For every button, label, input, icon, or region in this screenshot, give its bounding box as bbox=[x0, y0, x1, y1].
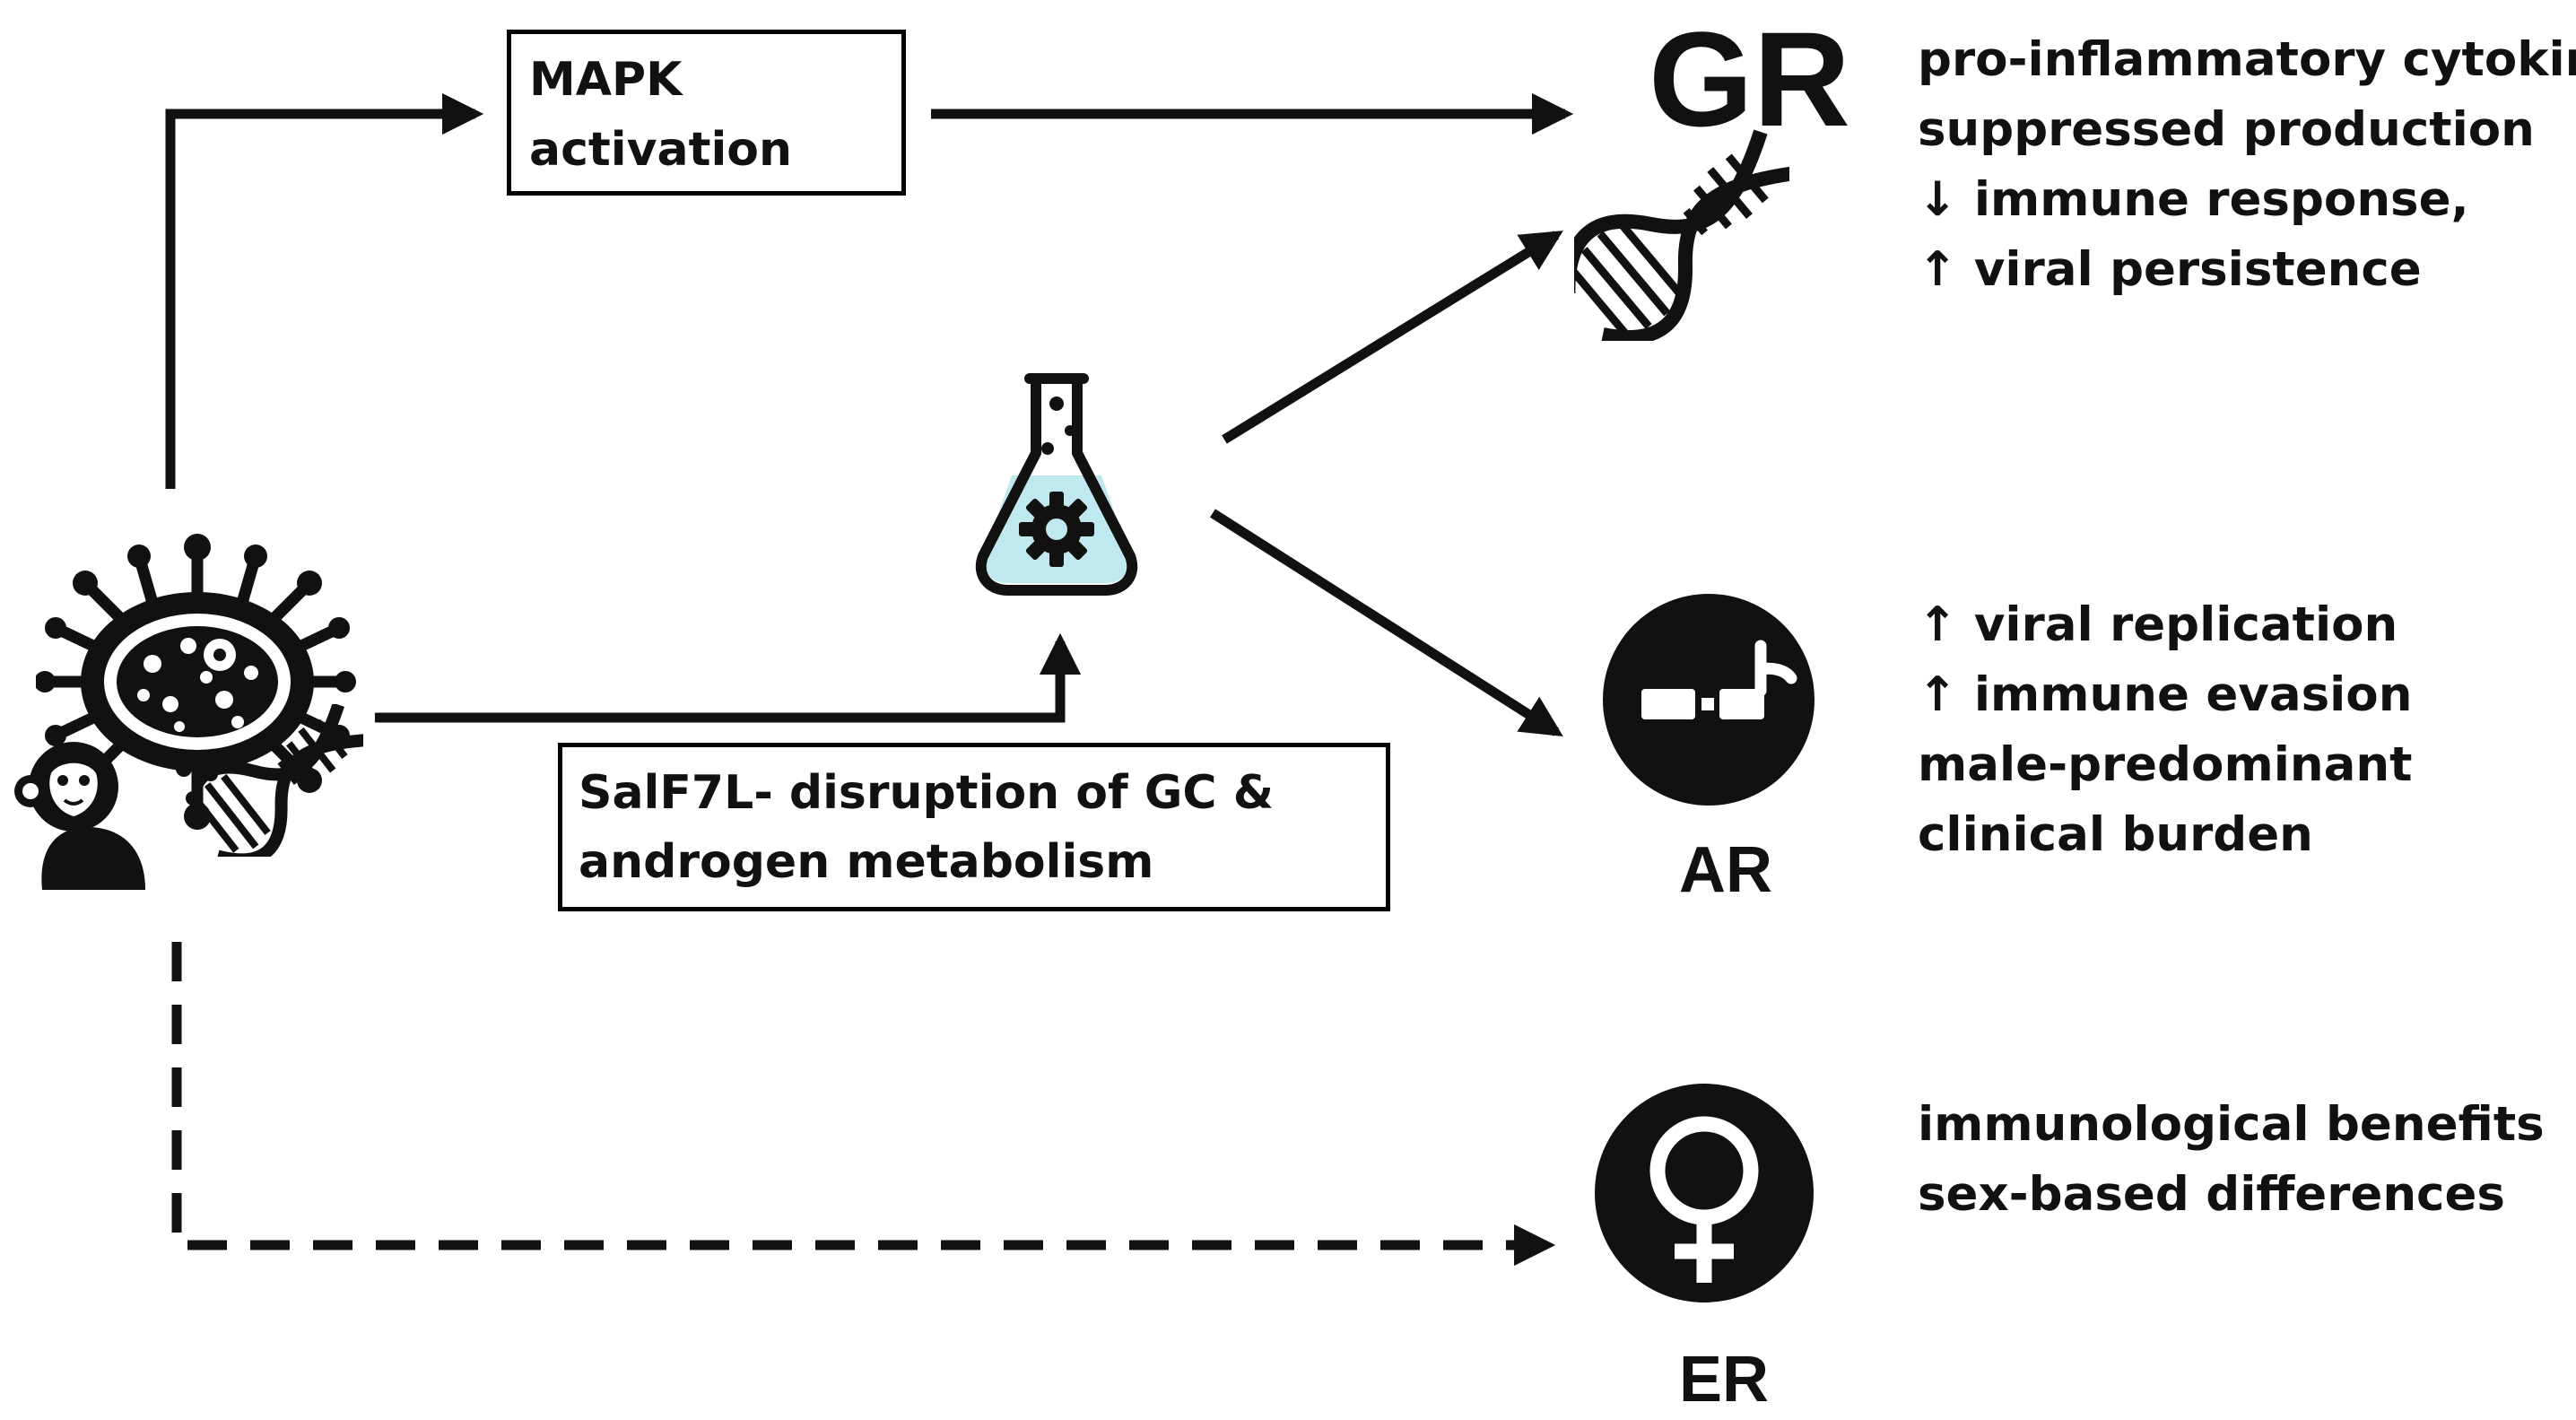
arrow-virus-to-er-dashed bbox=[171, 942, 1556, 1267]
viral-dna-icon bbox=[193, 704, 363, 857]
mapk-label-line1: MAPK bbox=[529, 53, 683, 107]
gr-receptor-label: GR bbox=[1649, 4, 1850, 154]
er-receptor-label: ER bbox=[1679, 1344, 1770, 1416]
arrow-flask-to-gr bbox=[1222, 231, 1563, 444]
androgen-receptor-icon bbox=[1603, 594, 1815, 806]
mapk-label-line2: activation bbox=[529, 123, 793, 177]
ar-effect-line-1: ↑ viral replication bbox=[1918, 597, 2398, 652]
salf7l-disruption-box bbox=[558, 743, 1390, 911]
arrow-virus-to-mapk bbox=[165, 92, 484, 489]
female-symbol-icon bbox=[1595, 1084, 1814, 1302]
gr-effect-line-1: pro-inflammatory cytokine bbox=[1918, 32, 2576, 87]
mapk-activation-box bbox=[507, 30, 906, 196]
gr-effect-line-2: suppressed production bbox=[1918, 102, 2535, 157]
er-effect-line-2: sex-based differences bbox=[1918, 1167, 2505, 1222]
ar-receptor-label: AR bbox=[1679, 834, 1772, 906]
dna-icon bbox=[1574, 129, 1789, 341]
ar-effect-line-3: male-predominant bbox=[1918, 737, 2413, 792]
gr-effect-line-3: ↓ immune response, bbox=[1918, 172, 2469, 227]
salf7l-label-line2: androgen metabolism bbox=[579, 835, 1154, 889]
salf7l-label-line1: SalF7L- disruption of GC & bbox=[579, 766, 1275, 820]
ar-effect-line-4: clinical burden bbox=[1918, 807, 2313, 862]
gr-effect-line-4: ↑ viral persistence bbox=[1918, 242, 2422, 297]
flask-gear-icon bbox=[975, 373, 1138, 596]
er-effect-line-1: immunological benefits bbox=[1918, 1097, 2545, 1152]
monkey-icon bbox=[14, 742, 145, 890]
arrow-flask-to-ar bbox=[1210, 509, 1563, 736]
arrow-virus-to-flask bbox=[375, 632, 1082, 723]
ar-effect-line-2: ↑ immune evasion bbox=[1918, 667, 2413, 722]
